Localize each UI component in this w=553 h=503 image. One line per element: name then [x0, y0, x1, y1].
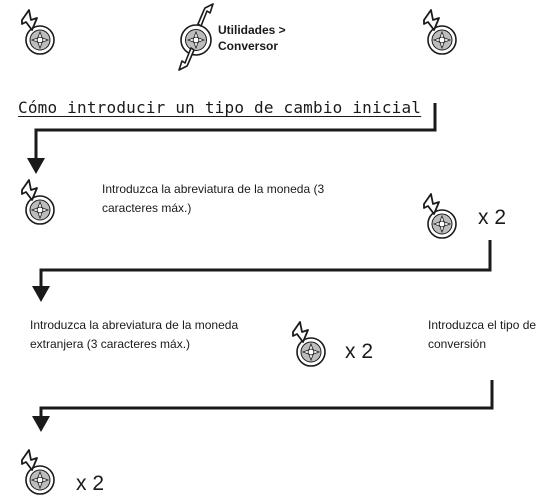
step2-text: Introduzca la abreviatura de la moneda e…: [30, 318, 239, 351]
menu-path-line-2: Conversor: [218, 39, 279, 53]
nav-key-press-icon: [418, 6, 462, 58]
section-heading: Cómo introducir un tipo de cambio inicia…: [18, 98, 422, 117]
step1-text: Introduzca la abreviatura de la moneda (…: [102, 182, 325, 215]
step3-text: Introduzca el tipo de conversión: [428, 318, 537, 351]
arrow-head-1: [27, 158, 45, 174]
connector-3: [39, 380, 494, 418]
arrow-head-2: [32, 286, 50, 302]
step2-multiplier: x 2: [345, 340, 374, 363]
nav-key-press-icon: [16, 6, 60, 58]
step4-multiplier: x 2: [76, 472, 105, 495]
nav-key-press-icon: [16, 446, 60, 498]
menu-path: Utilidades > Conversor: [218, 22, 286, 54]
arrow-head-3: [32, 416, 50, 432]
nav-key-press-icon: [287, 318, 331, 370]
step1-multiplier: x 2: [478, 206, 507, 229]
nav-key-press-icon: [418, 190, 462, 242]
connector-2: [39, 240, 492, 288]
menu-path-line-1: Utilidades >: [218, 23, 286, 37]
nav-key-press-icon: [16, 176, 60, 228]
nav-key-scroll-icon: [171, 2, 221, 72]
